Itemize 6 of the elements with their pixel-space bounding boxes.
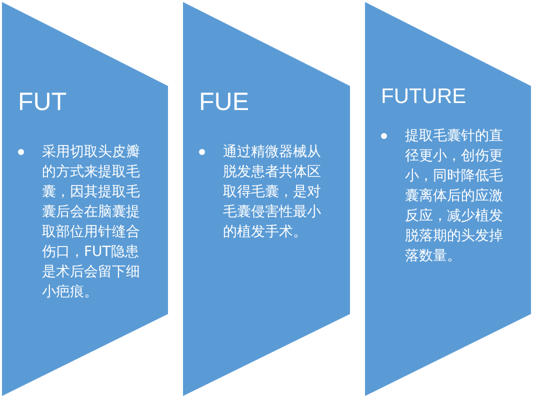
panel-heading: FUE — [199, 88, 249, 117]
bullet-text: 通过精微器械从脱发患者共体区取得毛囊，是对毛囊侵害性最小的植发手术。 — [223, 143, 322, 242]
panel-heading: FUTURE — [381, 85, 466, 109]
bullet-text: 提取毛囊针的直径更小，创伤更小，同时降低毛囊离体后的应激反应，减少植发脱落期的头发掉落数量。 — [405, 127, 504, 266]
bullet-text: 采用切取头皮瓣的方式来提取毛囊，因其提取毛囊后会在脑囊提取部位用针缝合伤口，FUT隐患是术后会留下细小疤痕。 — [42, 143, 141, 302]
panel-heading: FUT — [18, 88, 67, 117]
